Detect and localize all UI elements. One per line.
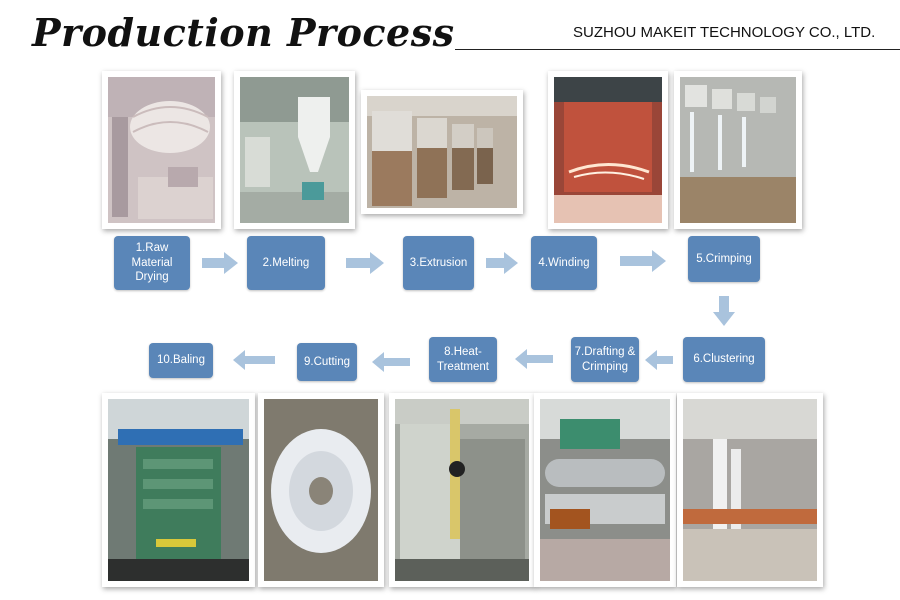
page-title: Production Process — [32, 10, 455, 55]
arrow-left-2 — [515, 349, 553, 369]
photo-raw-material-drying — [102, 71, 221, 229]
arrow-left-4 — [233, 350, 275, 370]
step-extrusion: 3.Extrusion — [403, 236, 474, 290]
arrow-left-3 — [372, 352, 410, 372]
photo-drafting-crimping — [534, 393, 676, 587]
arrow-right-1 — [202, 252, 238, 274]
header-divider — [455, 49, 900, 50]
photo-cutting — [258, 393, 384, 587]
step-melting: 2.Melting — [247, 236, 325, 290]
photo-winding — [548, 71, 668, 229]
photo-heat-treatment — [389, 393, 535, 587]
step-raw-material-drying: 1.Raw Material Drying — [114, 236, 190, 290]
step-heat-treatment: 8.Heat-Treatment — [429, 337, 497, 382]
arrow-right-3 — [486, 252, 518, 274]
arrow-right-4 — [620, 250, 666, 272]
step-clustering: 6.Clustering — [683, 337, 765, 382]
step-cutting: 9.Cutting — [297, 343, 357, 381]
arrow-right-2 — [346, 252, 384, 274]
arrow-left-1 — [645, 350, 673, 370]
photo-extrusion — [361, 90, 523, 214]
company-name: SUZHOU MAKEIT TECHNOLOGY CO., LTD. — [573, 24, 876, 41]
arrow-down — [713, 296, 735, 326]
photo-baling — [102, 393, 255, 587]
step-baling: 10.Baling — [149, 343, 213, 378]
step-winding: 4.Winding — [531, 236, 597, 290]
photo-melting — [234, 71, 355, 229]
photo-crimping — [674, 71, 802, 229]
step-drafting-crimping: 7.Drafting & Crimping — [571, 337, 639, 382]
step-crimping: 5.Crimping — [688, 236, 760, 282]
photo-clustering — [677, 393, 823, 587]
